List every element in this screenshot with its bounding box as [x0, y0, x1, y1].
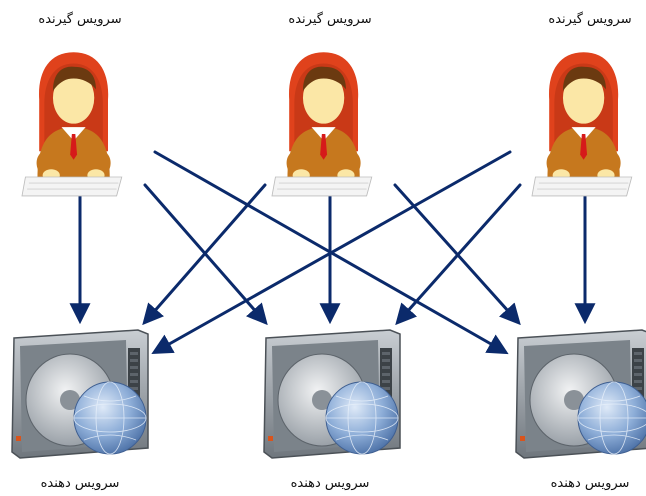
client-label-3: سرویس گیرنده	[548, 12, 632, 27]
arrow-c2-s1	[142, 183, 267, 326]
client-label-1: سرویس گیرنده	[38, 12, 122, 27]
server-label-2: سرویس دهنده	[290, 476, 370, 491]
client-2-user-at-keyboard-icon	[271, 51, 373, 197]
client-1-user-at-keyboard-icon	[21, 51, 123, 197]
server-1-hard-drive-globe-icon	[11, 329, 149, 459]
arrow-c2-s3	[393, 183, 521, 326]
server-label-3: سرویس دهنده	[550, 476, 630, 491]
client-label-2: سرویس گیرنده	[288, 12, 372, 27]
server-label-1: سرویس دهنده	[40, 476, 120, 491]
arrow-c3-s2	[395, 183, 522, 326]
server-3-hard-drive-globe-icon	[515, 329, 646, 459]
server-2-hard-drive-globe-icon	[263, 329, 401, 459]
arrow-c3-s1	[151, 150, 512, 355]
client-3-user-at-keyboard-icon	[531, 51, 633, 197]
